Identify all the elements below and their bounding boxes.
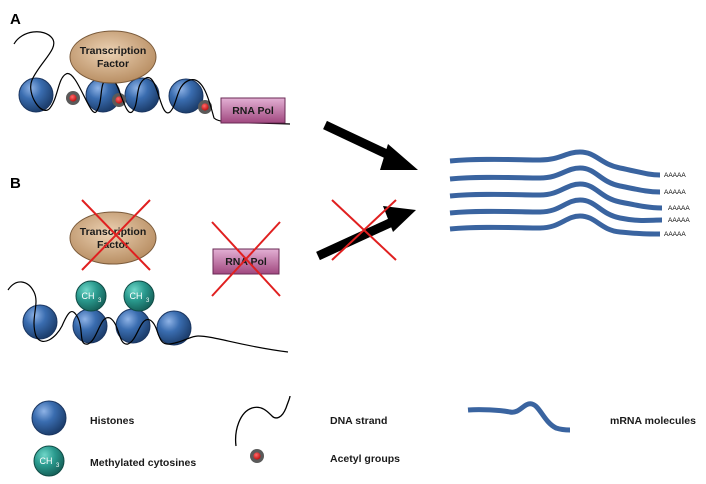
- legend-acetyl: Acetyl groups: [250, 449, 400, 465]
- mrna-molecule: [449, 197, 663, 223]
- legend-mrna-label: mRNA molecules: [610, 415, 696, 427]
- ch3-label: CH: [82, 291, 95, 301]
- dna-strand-b: [7, 281, 289, 353]
- tf-b-line2: Factor: [97, 239, 129, 251]
- panel-a-label: A: [10, 11, 21, 28]
- panel-b: B Transcription Factor RNA Pol: [7, 175, 289, 353]
- histone-row-b: [22, 304, 192, 346]
- arrow-blocked: [316, 199, 416, 261]
- rna-pol-a: RNA Pol: [220, 97, 286, 124]
- rna-pol-b-label: RNA Pol: [225, 256, 267, 268]
- mrna-molecule: [449, 181, 663, 211]
- mrna-bundle: AAAAA AAAAA AAAAA AAAAA AAAAA: [449, 149, 690, 238]
- transcription-factor-b: Transcription Factor: [69, 199, 157, 271]
- legend-acetyl-label: Acetyl groups: [330, 453, 400, 465]
- legend-histones: Histones: [31, 400, 135, 436]
- legend-dna: DNA strand: [234, 395, 387, 447]
- mrna-icon: [467, 401, 571, 433]
- poly-a-tail: AAAAA: [664, 172, 686, 179]
- poly-a-tail: AAAAA: [668, 217, 690, 224]
- cross-icon: [81, 199, 151, 271]
- transcription-factor-a: Transcription Factor: [69, 30, 157, 84]
- ch3-sub: 3: [98, 298, 102, 304]
- legend-histones-label: Histones: [90, 415, 135, 427]
- mrna-molecule: [449, 165, 661, 195]
- tf-line1: Transcription: [80, 45, 147, 57]
- histone: [22, 304, 58, 340]
- methylated-cytosine: CH 3: [75, 280, 107, 312]
- acetyl-groups-a: [66, 91, 212, 114]
- panel-b-label: B: [10, 175, 21, 192]
- legend-ch3: CH: [40, 456, 53, 466]
- legend-methylated-label: Methylated cytosines: [90, 457, 196, 469]
- dna-strand-icon: [234, 395, 291, 447]
- cross-icon: [211, 221, 281, 297]
- methylated-cytosine: CH 3: [123, 280, 155, 312]
- mrna-molecule: [449, 149, 661, 178]
- ch3-label: CH: [130, 291, 143, 301]
- histone: [156, 310, 192, 346]
- panel-a: A Transcription Factor RNA P: [10, 11, 291, 125]
- histone: [168, 78, 204, 114]
- poly-a-tail: AAAAA: [668, 205, 690, 212]
- tf-line2: Factor: [97, 58, 129, 70]
- methylated-cytosine-icon: [33, 445, 65, 477]
- poly-a-tail: AAAAA: [664, 189, 686, 196]
- legend-mrna: mRNA molecules: [467, 401, 696, 433]
- ch3-sub: 3: [146, 298, 150, 304]
- histone-icon: [31, 400, 67, 436]
- legend-methylated: CH 3 Methylated cytosines: [33, 445, 196, 477]
- poly-a-tail: AAAAA: [664, 231, 686, 238]
- mrna-molecule: [449, 213, 661, 237]
- legend: Histones CH 3 Methylated cytosines DNA s…: [31, 395, 696, 477]
- histone: [18, 77, 54, 113]
- rna-pol-a-label: RNA Pol: [232, 105, 274, 117]
- legend-dna-label: DNA strand: [330, 415, 387, 427]
- cross-icon: [331, 199, 397, 261]
- legend-ch3-sub: 3: [56, 463, 60, 469]
- rna-pol-b: RNA Pol: [211, 221, 281, 297]
- arrow-active: [323, 120, 418, 170]
- histone: [72, 308, 108, 344]
